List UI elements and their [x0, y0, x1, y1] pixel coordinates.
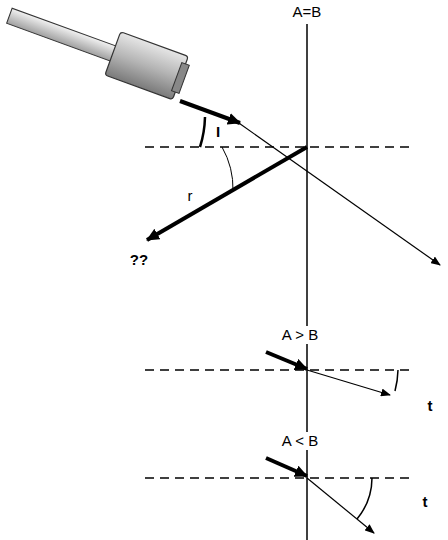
normal-dashed: [145, 477, 410, 479]
refracted-ray: [307, 478, 374, 533]
angle-label: r: [188, 187, 193, 205]
condition-label: A < B: [280, 432, 320, 450]
normal-dashed: [145, 146, 410, 148]
angle-arc: [222, 147, 233, 191]
angle-arc: [200, 117, 205, 147]
light-source: [2, 0, 193, 101]
angle-label: t: [423, 493, 428, 511]
angle-arc: [357, 478, 372, 519]
reflected-arrow: [147, 147, 307, 240]
condition-label: A > B: [280, 326, 320, 344]
boundary-label: A=B: [291, 3, 324, 21]
angle-label: t: [428, 397, 433, 415]
incident-arrow: [266, 352, 307, 369]
refracted-ray: [307, 370, 390, 395]
question-label: ??: [130, 251, 148, 269]
incident-arrow: [180, 101, 240, 123]
angle-arc: [395, 370, 398, 391]
angle-label: I: [216, 123, 220, 141]
ray-line: [236, 121, 440, 265]
incident-arrow: [266, 458, 307, 476]
normal-dashed: [145, 369, 410, 371]
boundary-line: [306, 24, 308, 540]
